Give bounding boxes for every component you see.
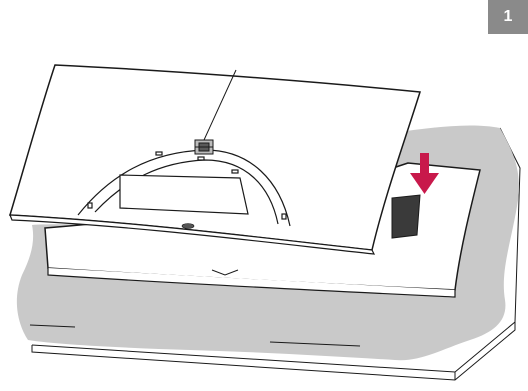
step-number: 1 — [504, 8, 513, 26]
step-number-badge: 1 — [488, 0, 528, 34]
stand-hinge — [195, 140, 213, 154]
stand-mount-slot — [392, 195, 420, 238]
logo-mark — [182, 224, 194, 229]
